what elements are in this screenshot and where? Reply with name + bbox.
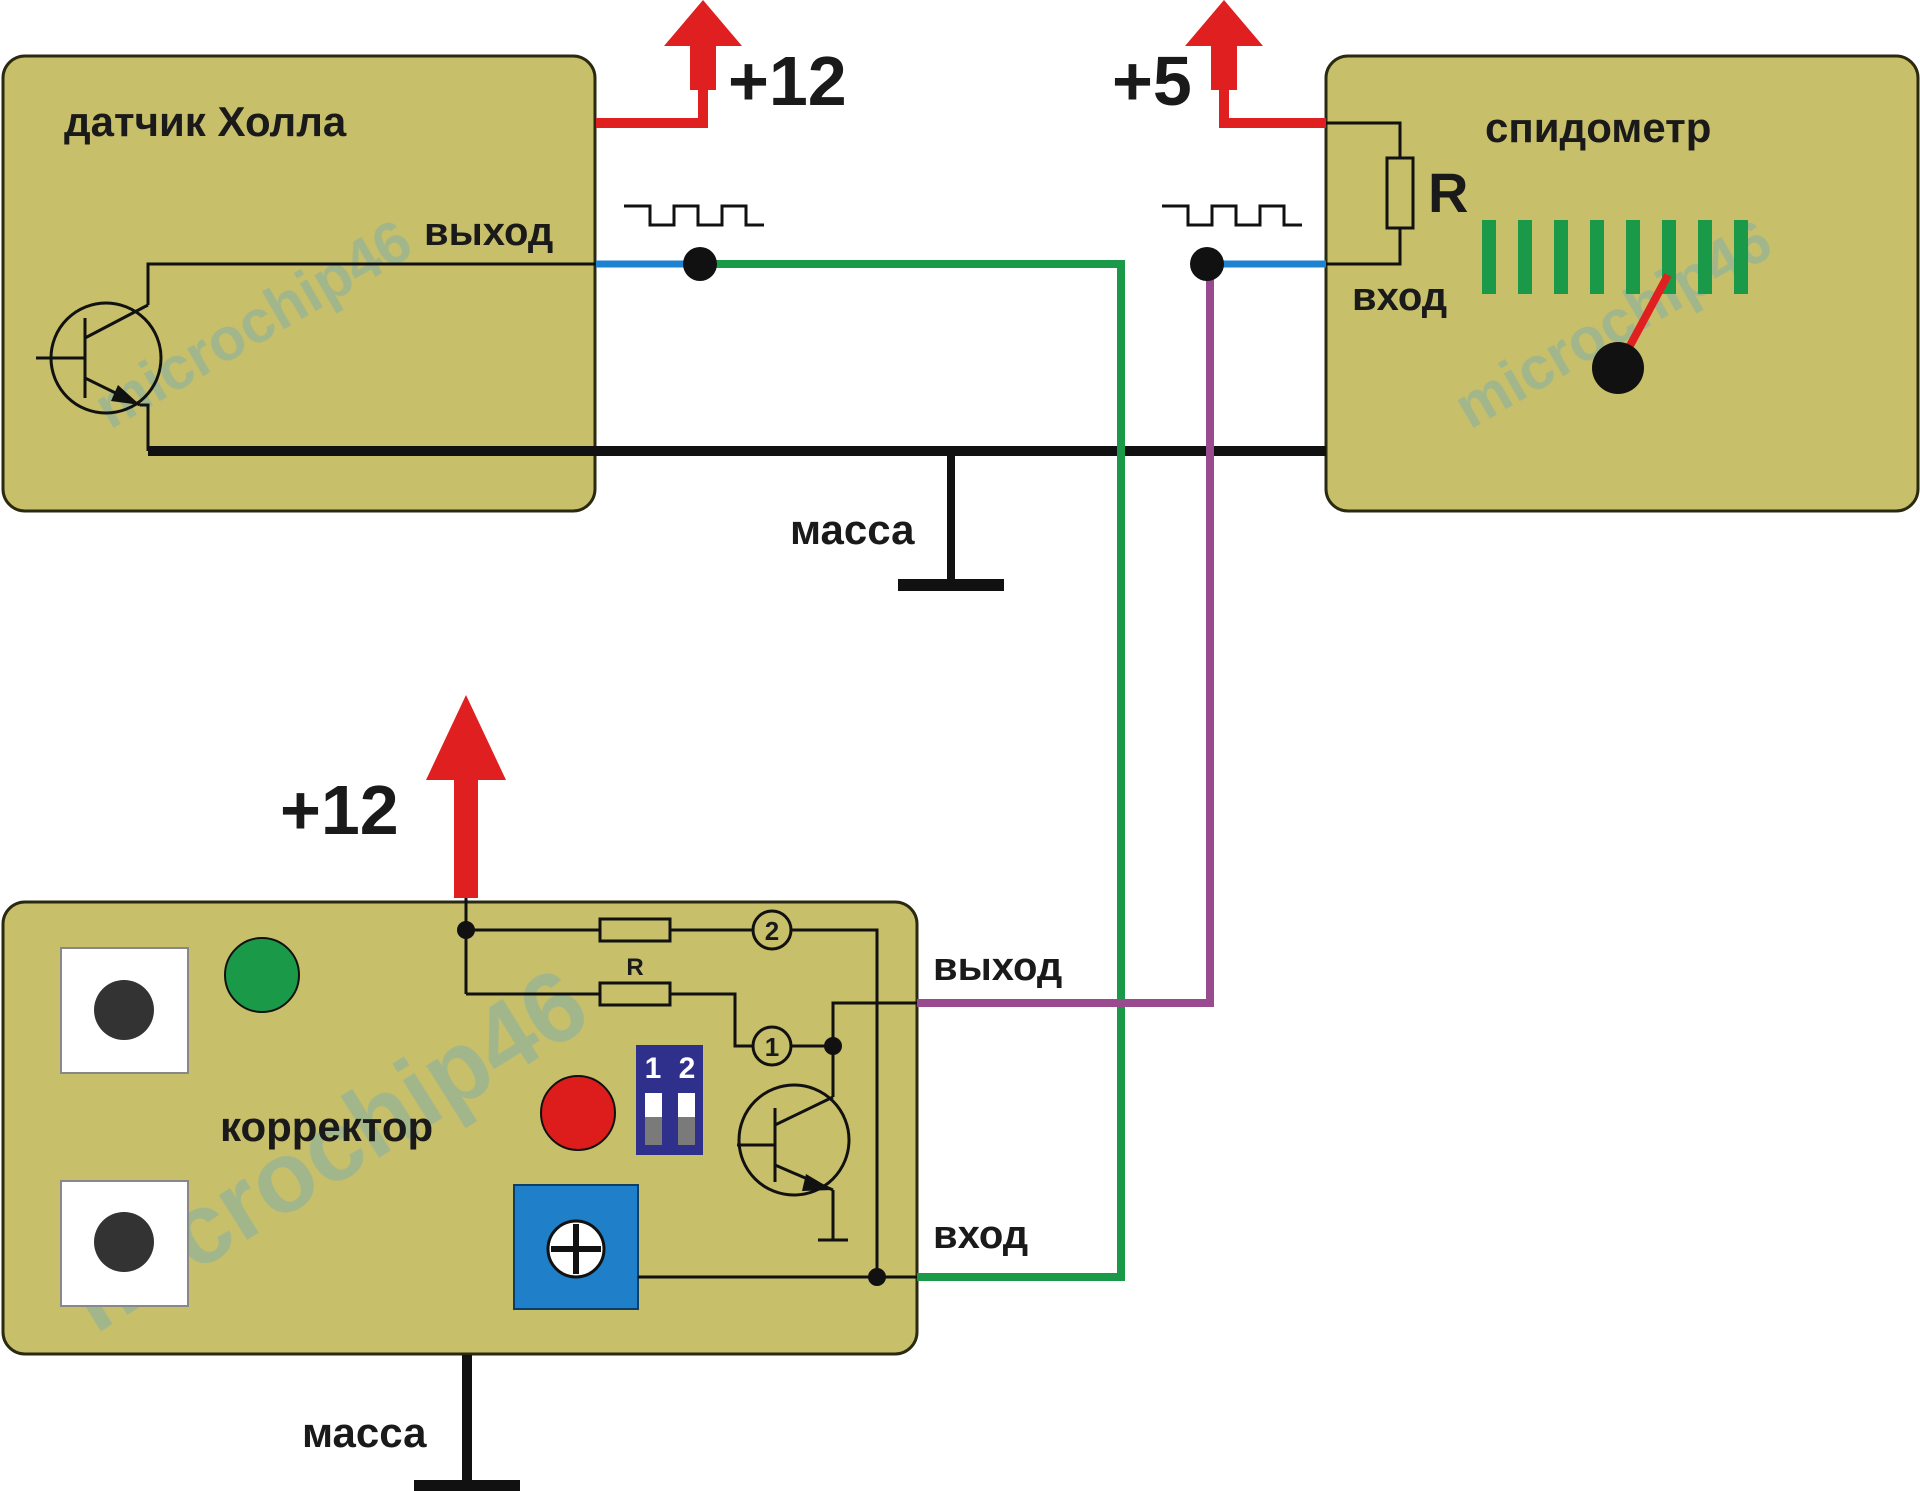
- speedo-resistor-top-lead: [1326, 121, 1402, 158]
- corrector-junction-power: [457, 921, 475, 939]
- button-top-knob[interactable]: [94, 980, 154, 1040]
- corrector-transistor-collector: [774, 1095, 834, 1127]
- ground-bottom-label: масса: [302, 1409, 427, 1456]
- dip-label-2: 2: [679, 1052, 696, 1085]
- dip-switch-icon[interactable]: [636, 1045, 703, 1155]
- hall-power-wire: [596, 88, 708, 128]
- corrector-resistor-label: R: [626, 954, 643, 981]
- pin-1-label: 1: [765, 1032, 779, 1062]
- dip-label-1: 1: [645, 1052, 662, 1085]
- corrector-output-label: выход: [933, 945, 1062, 989]
- speedometer-box: [1324, 54, 1920, 513]
- hall-sensor-title: датчик Холла: [64, 98, 347, 145]
- ground-symbol-bottom: [414, 1355, 520, 1491]
- speedo-resistor-bottom-lead: [1326, 228, 1402, 266]
- speedometer-title: спидометр: [1485, 104, 1711, 151]
- pin-1-circle: [751, 1025, 793, 1067]
- green-wire: [700, 260, 1125, 1281]
- pulse-waveform-icon: [624, 204, 764, 227]
- resistor-1-right-lead: [670, 992, 753, 1048]
- v12-top-label: +12: [728, 42, 847, 120]
- corrector-junction-collector: [824, 1037, 842, 1055]
- scale-bar: [1698, 220, 1712, 294]
- speedo-input-label: вход: [1352, 275, 1447, 319]
- green-led: [224, 937, 300, 1013]
- hall-transistor-collector: [84, 303, 149, 340]
- needle-hub: [1592, 342, 1644, 394]
- corrector-transistor-icon: [737, 1083, 851, 1242]
- power-arrow-bottom-12: [426, 695, 506, 898]
- corrector-title: корректор: [220, 1103, 433, 1150]
- scale-bar: [1626, 220, 1640, 294]
- ground-symbol-icon: [898, 451, 1004, 591]
- speedo-resistor-label: R: [1428, 161, 1468, 224]
- corrector-input-label: вход: [933, 1213, 1028, 1257]
- pin-2-circle: [751, 909, 793, 951]
- hall-emitter-arrow: [111, 385, 140, 405]
- hall-sensor-box: [1, 54, 597, 513]
- speedometer-needle-icon: [1592, 273, 1672, 394]
- button-bottom-knob[interactable]: [94, 1212, 154, 1272]
- corrector-button-top[interactable]: [60, 947, 189, 1074]
- corrector-resistor-2: [598, 917, 672, 943]
- v12-bottom-label: +12: [280, 771, 399, 849]
- hall-transistor-icon: [36, 262, 596, 451]
- hall-output-label: выход: [424, 210, 553, 254]
- scale-bar: [1734, 220, 1748, 294]
- v5-top-label: +5: [1112, 42, 1192, 120]
- power-arrow-icon: [426, 0, 1263, 898]
- speedo-input-junction: [1190, 247, 1224, 281]
- power-arrow-top-5: [1185, 0, 1263, 90]
- dip-slot-1-knob: [645, 1117, 662, 1145]
- corrector-box: [1, 900, 919, 1356]
- hall-collector-wire: [146, 262, 596, 305]
- scale-bar: [1590, 220, 1604, 294]
- scale-bar: [1554, 220, 1568, 294]
- corrector-resistor-1: [598, 981, 672, 1007]
- pin-2-label: 2: [765, 916, 779, 946]
- ground-top-label: масса: [790, 506, 915, 553]
- power-arrow-top-12: [664, 0, 742, 90]
- speedo-resistor-body: [1385, 156, 1415, 230]
- pin-2-wire: [791, 928, 879, 1277]
- speedo-resistor: [1326, 121, 1415, 266]
- pulse-waveform-icon-2: [1162, 204, 1302, 227]
- dip-slot-2-knob: [678, 1117, 695, 1145]
- hall-emitter-wire: [140, 403, 150, 451]
- purple-wire: [917, 260, 1214, 1007]
- corrector-emitter-arrow: [802, 1174, 833, 1191]
- collector-to-output: [831, 1001, 917, 1046]
- scale-bar: [1518, 220, 1532, 294]
- corrector-junction-input: [868, 1268, 886, 1286]
- trimmer-potentiometer-icon[interactable]: [513, 1184, 639, 1310]
- hall-output-junction: [683, 247, 717, 281]
- speedo-power-wire: [1219, 88, 1326, 128]
- corrector-button-bottom[interactable]: [60, 1180, 189, 1307]
- scale-bar: [1482, 220, 1496, 294]
- red-led: [540, 1075, 616, 1151]
- corrector-transistor-body: [737, 1083, 851, 1197]
